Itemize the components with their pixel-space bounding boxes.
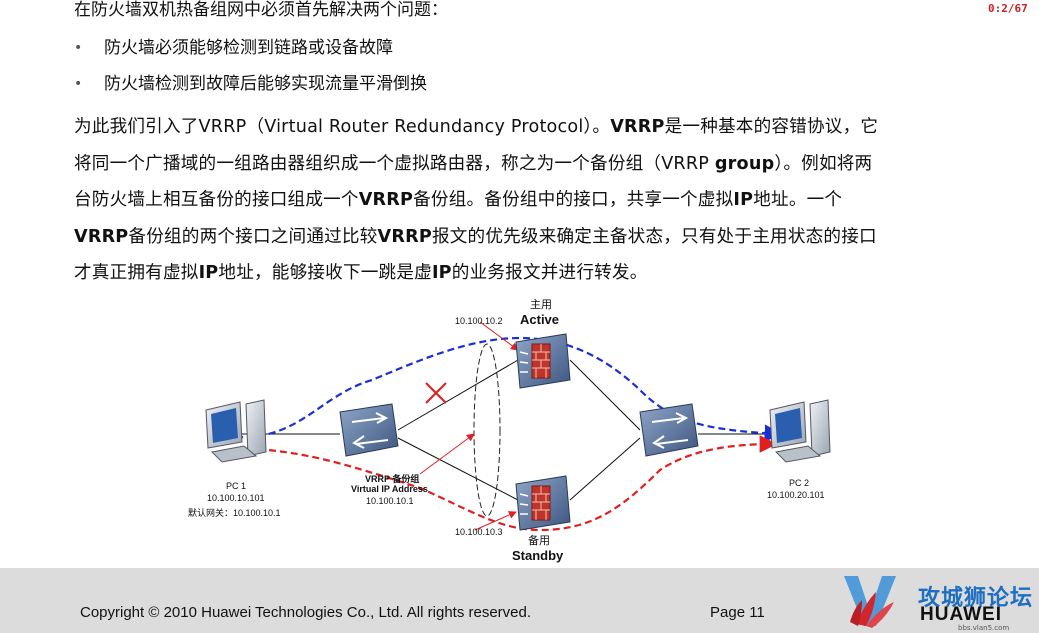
text-span: 为此我们引入了VRRP（Virtual Router Redundancy Pr…: [74, 117, 611, 137]
text-span: 才真正拥有虚拟: [74, 263, 199, 283]
active-cn-label: 主用: [530, 299, 552, 311]
virtual-ip-title: Virtual IP Address: [351, 484, 428, 494]
pc1-name: PC 1: [226, 481, 247, 491]
text-span: 的业务报文并进行转发。: [451, 263, 648, 283]
vrrp-group-label: VRRP 备份组: [365, 474, 420, 484]
pc1-ip: 10.100.10.101: [207, 493, 265, 503]
text-span: VRRP: [358, 190, 414, 210]
pc1-gateway: 默认网关：10.100.10.1: [188, 508, 281, 518]
text-span: IP: [733, 190, 754, 210]
link-switch1-standby: [397, 437, 519, 501]
text-span: VRRP: [377, 226, 432, 247]
virtual-ip-pointer: [419, 433, 475, 475]
standby-firewall-icon: [515, 475, 571, 531]
bullet-dot-icon: •: [74, 76, 83, 92]
text-span: 将同一个广播域的一组路由器组织成一个虚拟路由器，称之为一个备份组（VRRP: [74, 153, 715, 174]
bullet-item-2: • 防火墙检测到故障后能够实现流量平滑倒换: [74, 72, 427, 96]
text-span: 备份组的两个接口之间通过比较: [128, 226, 378, 247]
text-span: 地址，能够接收下一跳是虚: [218, 263, 432, 283]
bullet-item-1: • 防火墙必须能够检测到链路或设备故障: [74, 36, 393, 60]
standby-ip-pointer: [474, 511, 517, 531]
pc2-ip: 10.100.20.101: [767, 490, 825, 500]
active-traffic-path: [235, 336, 783, 443]
paragraph-line-1: 为此我们引入了VRRP（Virtual Router Redundancy Pr…: [74, 109, 1014, 146]
link-active-switch2: [569, 359, 641, 431]
standby-ip-label: 10.100.10.3: [455, 527, 503, 537]
active-firewall-icon: [515, 333, 571, 389]
bullet-dot-icon: •: [74, 40, 83, 56]
switch-2-icon: [639, 403, 699, 457]
virtual-ip-value: 10.100.10.1: [366, 496, 414, 506]
bullet-text-2: 防火墙检测到故障后能够实现流量平滑倒换: [104, 74, 427, 94]
link-standby-switch2: [569, 437, 641, 501]
forum-watermark: 攻城狮论坛: [918, 586, 1034, 611]
text-span: 地址。一个: [753, 190, 843, 210]
page-number: Page 11: [710, 604, 765, 621]
link-failure-icon: [425, 382, 447, 404]
standby-cn-label: 备用: [528, 535, 550, 547]
standby-traffic-path: [235, 435, 778, 532]
text-span: 台防火墙上相互备份的接口组成一个: [74, 190, 359, 210]
link-switch1-active: [397, 359, 519, 431]
bullet-text-1: 防火墙必须能够检测到链路或设备故障: [104, 38, 393, 58]
active-ip-pointer: [479, 321, 519, 351]
vrrp-paragraph: 为此我们引入了VRRP（Virtual Router Redundancy Pr…: [74, 109, 1014, 292]
active-ip-label: 10.100.10.2: [455, 316, 503, 326]
text-span: VRRP: [74, 226, 129, 247]
text-span: 报文的优先级来确定主备状态，只有处于主用状态的接口: [431, 226, 877, 247]
text-span: group: [714, 153, 775, 174]
pc-2-icon: [769, 399, 831, 463]
paragraph-line-3: 台防火墙上相互备份的接口组成一个VRRP备份组。备份组中的接口，共享一个虚拟IP…: [74, 182, 1014, 219]
vrrp-group-ellipse: [473, 343, 501, 517]
intro-text: 在防火墙双机热备组网中必须首先解决两个问题：: [74, 0, 448, 20]
pc-1-icon: [205, 399, 267, 463]
forum-url: bbs.vlan5.com: [958, 624, 1010, 632]
text-span: VRRP: [610, 117, 665, 137]
text-span: ）。例如将两: [774, 153, 873, 174]
pc2-name: PC 2: [789, 478, 810, 488]
text-span: IP: [198, 263, 219, 283]
copyright-text: Copyright © 2010 Huawei Technologies Co.…: [80, 604, 532, 621]
paragraph-line-2: 将同一个广播域的一组路由器组织成一个虚拟路由器，称之为一个备份组（VRRP gr…: [74, 146, 1014, 183]
text-span: 是一种基本的容错协议，它: [664, 117, 879, 137]
text-span: IP: [431, 263, 452, 283]
paragraph-line-4: VRRP备份组的两个接口之间通过比较VRRP报文的优先级来确定主备状态，只有处于…: [74, 219, 1014, 256]
huawei-logo-icon: [844, 576, 896, 628]
slide-counter: 0:2/67: [988, 2, 1028, 15]
paragraph-line-5: 才真正拥有虚拟IP地址，能够接收下一跳是虚IP的业务报文并进行转发。: [74, 255, 1014, 292]
switch-1-icon: [339, 403, 399, 457]
active-label: Active: [520, 312, 560, 327]
text-span: 备份组。备份组中的接口，共享一个虚拟: [413, 190, 734, 210]
standby-label: Standby: [512, 548, 564, 563]
brand-name: HUAWEI: [920, 604, 1002, 625]
